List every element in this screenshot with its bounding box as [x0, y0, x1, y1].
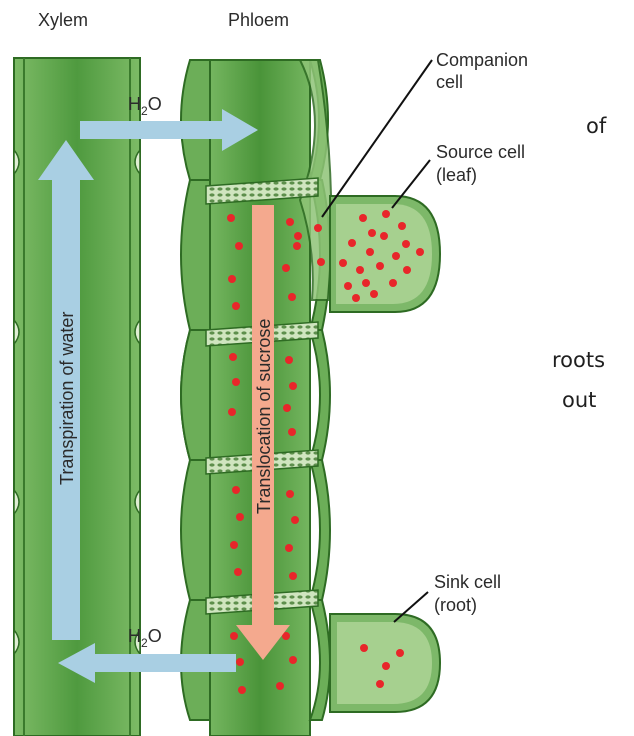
- source-label-2: (leaf): [436, 165, 477, 185]
- source-label-1: Source cell: [436, 142, 525, 162]
- side-word-roots: roots: [552, 348, 605, 372]
- sink-cell-callout: Sink cell (root): [394, 572, 501, 622]
- phloem-label: Phloem: [228, 10, 289, 30]
- companion-label-1: Companion: [436, 50, 528, 70]
- sink-label-2: (root): [434, 595, 477, 615]
- sink-label-1: Sink cell: [434, 572, 501, 592]
- xylem-label: Xylem: [38, 10, 88, 30]
- side-word-out: out: [562, 388, 596, 412]
- transpiration-label: Transpiration of water: [57, 312, 77, 485]
- translocation-label: Translocation of sucrose: [254, 319, 274, 514]
- sink-cell: [330, 614, 440, 712]
- side-word-of: of: [586, 114, 606, 138]
- source-cell: [330, 196, 440, 312]
- companion-label-2: cell: [436, 72, 463, 92]
- companion-cell-callout: Companion cell: [322, 50, 528, 217]
